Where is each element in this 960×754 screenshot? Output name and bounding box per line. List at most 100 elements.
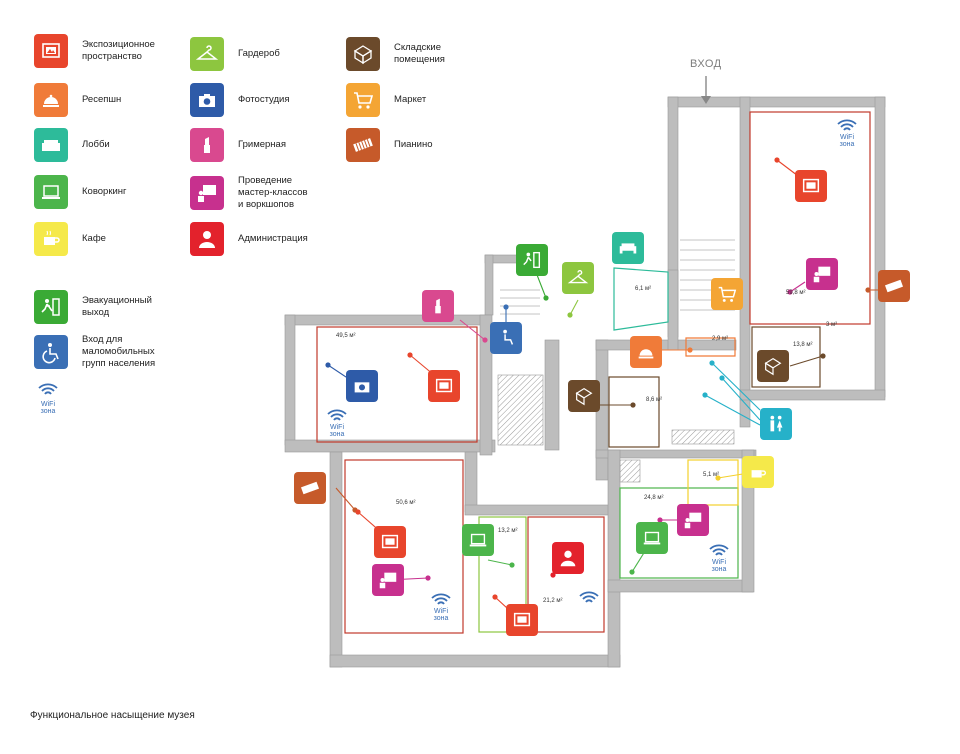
wheelchair-icon <box>34 335 68 369</box>
legend-item-cloakroom: Гардероб <box>190 37 280 71</box>
admin-person-icon <box>552 542 584 574</box>
entrance-label: ВХОД <box>690 58 722 70</box>
wifi-icon <box>709 544 729 556</box>
area-label: 49,5 м² <box>336 333 356 339</box>
legend-label: Складские помещения <box>394 42 445 65</box>
area-label: 2,9 м² <box>712 336 729 342</box>
piano-keys-icon <box>878 270 910 302</box>
shopping-cart-icon <box>346 83 380 117</box>
legend-item-accessible: Вход для маломобильных групп населения <box>34 334 155 370</box>
restroom-icon <box>760 408 792 440</box>
exhibition-icon <box>374 526 406 558</box>
area-label: 6,1 м² <box>635 286 652 292</box>
storage-box-icon <box>757 350 789 382</box>
legend-item-workshops: Проведение мастер-классов и воркшопов <box>190 175 308 211</box>
emergency-exit-icon <box>34 290 68 324</box>
legend-label: Экспозиционное пространство <box>82 39 155 62</box>
legend-label: Кафе <box>82 233 106 244</box>
legend-label: Эвакуационный выход <box>82 295 152 318</box>
wifi-icon <box>38 383 58 395</box>
wifi-icon <box>431 593 451 605</box>
camera-icon <box>190 83 224 117</box>
legend-item-wifi: WiFi зона <box>34 382 62 415</box>
legend-label: Лобби <box>82 139 110 150</box>
area-label: 59,8 м² <box>786 290 806 296</box>
wifi-icon <box>579 591 599 603</box>
shopping-cart-icon <box>711 278 743 310</box>
legend-item-reception: Ресепшн <box>34 83 121 117</box>
legend-item-lobby: Лобби <box>34 128 110 162</box>
emergency-exit-icon <box>516 244 548 276</box>
lipstick-icon <box>190 128 224 162</box>
storage-box-icon <box>568 380 600 412</box>
exhibition-icon <box>428 370 460 402</box>
legend-item-evacuation: Эвакуационный выход <box>34 290 152 324</box>
coffee-cup-icon <box>34 222 68 256</box>
legend-item-coworking: Коворкинг <box>34 175 127 209</box>
wifi-zone-label: WiFi зона <box>433 608 449 622</box>
legend-item-photostudio: Фотостудия <box>190 83 289 117</box>
legend-item-piano: Пианино <box>346 128 433 162</box>
wifi-zone-label: WiFi зона <box>711 559 727 573</box>
exhibition-icon <box>506 604 538 636</box>
armchair-icon <box>612 232 644 264</box>
wheelchair-icon <box>490 322 522 354</box>
armchair-icon <box>34 128 68 162</box>
admin-person-icon <box>190 222 224 256</box>
area-label: 24,8 м² <box>644 495 664 501</box>
laptop-icon <box>636 522 668 554</box>
presenter-icon <box>190 176 224 210</box>
exhibition-icon <box>34 34 68 68</box>
wifi-icon <box>327 409 347 421</box>
wifi-zone-label: WiFi зона <box>839 134 855 148</box>
area-label: 21,2 м² <box>543 598 563 604</box>
legend-item-makeup: Гримерная <box>190 128 286 162</box>
legend-label: Ресепшн <box>82 94 122 105</box>
legend-item-market: Маркет <box>346 83 426 117</box>
wifi-zone-label: WiFi зона <box>329 424 345 438</box>
hanger-icon <box>562 262 594 294</box>
wifi-zone-marker: WiFi зона <box>430 592 452 622</box>
legend-label: Маркет <box>394 94 427 105</box>
storage-box-icon <box>346 37 380 71</box>
wifi-icon <box>837 119 857 131</box>
wifi-zone-marker: WiFi зона <box>708 543 730 573</box>
legend-label: Проведение мастер-классов и воркшопов <box>238 175 308 210</box>
presenter-icon <box>677 504 709 536</box>
laptop-icon <box>462 524 494 556</box>
piano-keys-icon <box>294 472 326 504</box>
legend-item-cafe: Кафе <box>34 222 106 256</box>
legend-label: Гримерная <box>238 139 286 150</box>
camera-icon <box>346 370 378 402</box>
legend-item-exhibition: Экспозиционное пространство <box>34 34 155 68</box>
area-label: 50,6 м² <box>396 500 416 506</box>
legend-label: Гардероб <box>238 48 280 59</box>
hanger-icon <box>190 37 224 71</box>
legend-label: Администрация <box>238 233 308 244</box>
legend-item-storage: Складские помещения <box>346 37 445 71</box>
reception-bell-icon <box>630 336 662 368</box>
reception-bell-icon <box>34 83 68 117</box>
legend-label: Фотостудия <box>238 94 290 105</box>
legend-label: Пианино <box>394 139 433 150</box>
lipstick-icon <box>422 290 454 322</box>
area-label: 3 м² <box>826 322 838 328</box>
map-caption: Функциональное насыщение музея <box>30 710 195 721</box>
area-label: 13,2 м² <box>498 528 518 534</box>
presenter-icon <box>372 564 404 596</box>
legend-label: Вход для маломобильных групп населения <box>82 334 156 369</box>
coffee-cup-icon <box>742 456 774 488</box>
legend-label: Коворкинг <box>82 186 127 197</box>
presenter-icon <box>806 258 838 290</box>
area-label: 5,1 м² <box>703 472 720 478</box>
piano-keys-icon <box>346 128 380 162</box>
wifi-zone-marker: WiFi зона <box>836 118 858 148</box>
laptop-icon <box>34 175 68 209</box>
area-label: 8,6 м² <box>646 397 663 403</box>
wifi-zone-marker <box>578 590 600 606</box>
wifi-zone-marker: WiFi зона <box>326 408 348 438</box>
wifi-legend-label: WiFi зона <box>40 401 56 415</box>
legend-item-administration: Администрация <box>190 222 308 256</box>
area-label: 13,8 м² <box>793 342 813 348</box>
